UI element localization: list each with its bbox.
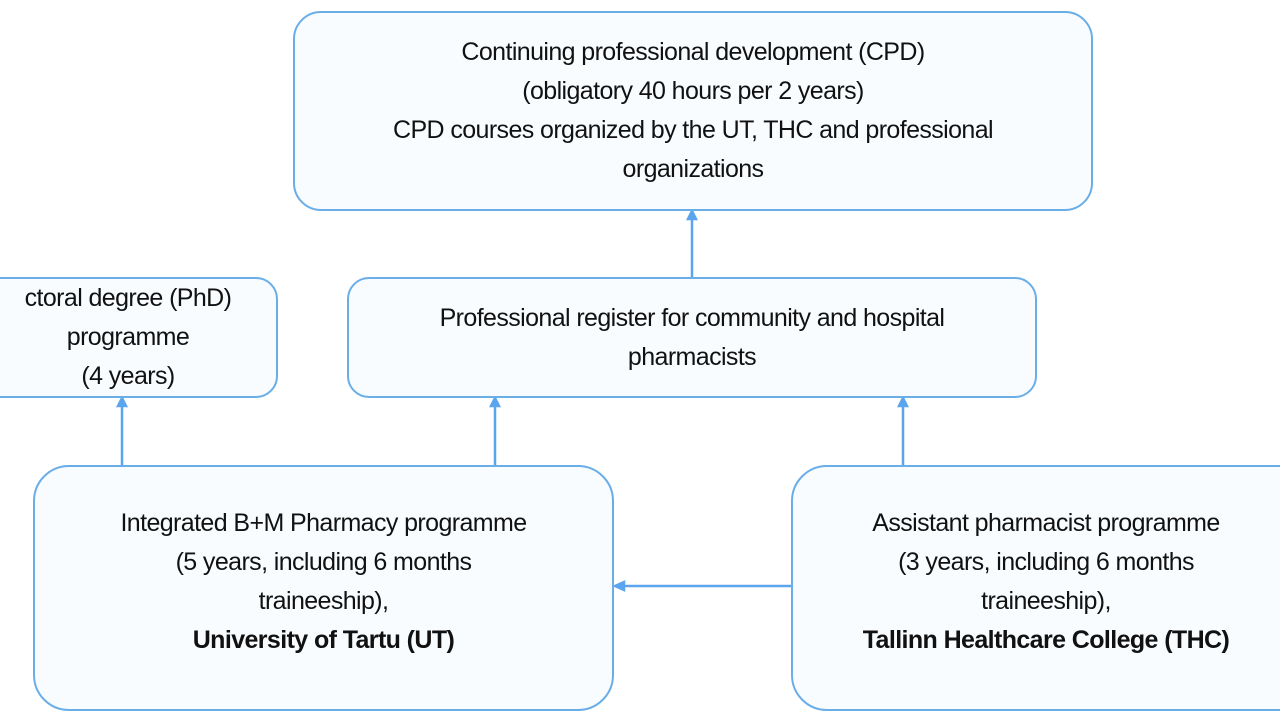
- node-text: Professional register for community and …: [439, 303, 945, 332]
- node-text: Assistant pharmacist programme: [872, 509, 1220, 537]
- node-text: pharmacists: [627, 342, 757, 371]
- arrowhead-icon: [488, 395, 502, 408]
- node-text: ctoral degree (PhD): [24, 284, 232, 312]
- node-text: traineeship),: [981, 587, 1111, 615]
- node-text: (5 years, including 6 months: [175, 548, 472, 576]
- node-text: CPD courses organized by the UT, THC and…: [393, 116, 994, 144]
- node-text: programme: [66, 323, 190, 351]
- arrowhead-icon: [896, 395, 910, 408]
- node-register: Professional register for community and …: [347, 277, 1037, 398]
- node-text: Integrated B+M Pharmacy programme: [120, 509, 527, 537]
- node-text: organizations: [622, 155, 765, 183]
- node-ut: Integrated B+M Pharmacy programme (5 yea…: [33, 465, 614, 711]
- arrowhead-icon: [115, 395, 129, 408]
- node-text: (3 years, including 6 months: [898, 548, 1194, 576]
- arrowhead-icon: [685, 208, 699, 221]
- arrowhead-icon: [611, 580, 626, 592]
- node-cpd: Continuing professional development (CPD…: [293, 11, 1093, 211]
- node-text: (4 years): [81, 362, 175, 390]
- node-text: Continuing professional development (CPD…: [461, 38, 925, 66]
- node-phd: ctoral degree (PhD) programme (4 years): [0, 277, 278, 398]
- institution-name: University of Tartu (UT): [192, 626, 455, 654]
- node-text: (obligatory 40 hours per 2 years): [522, 77, 864, 105]
- node-thc: Assistant pharmacist programme (3 years,…: [791, 465, 1280, 711]
- node-text: traineeship),: [258, 587, 389, 615]
- institution-name: Tallinn Healthcare College (THC): [862, 626, 1230, 654]
